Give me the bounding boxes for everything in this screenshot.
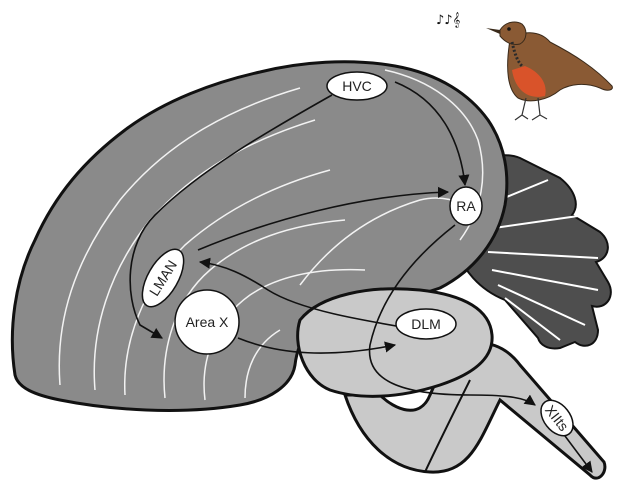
nucleus-ra: RA	[450, 187, 482, 225]
nucleus-area-x-label: Area X	[186, 314, 229, 330]
nucleus-hvc: HVC	[327, 72, 387, 100]
nucleus-dlm-label: DLM	[411, 316, 441, 332]
songbird-icon	[486, 22, 612, 120]
nucleus-ra-label: RA	[456, 198, 476, 214]
nucleus-dlm: DLM	[396, 309, 456, 339]
nucleus-area-x: Area X	[175, 290, 239, 354]
nucleus-hvc-label: HVC	[342, 78, 372, 94]
music-notes-icon: ♪♪𝄞	[436, 13, 461, 28]
